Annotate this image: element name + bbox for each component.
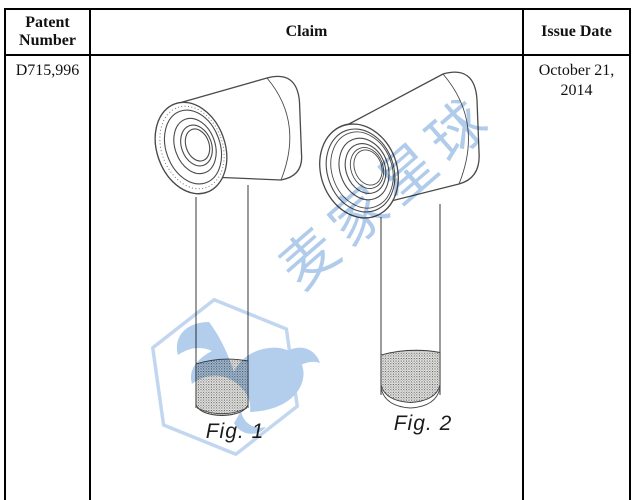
claim-figures-area: Fig. 1 Fig. 2: [91, 56, 520, 499]
hair-dryer-figures-drawing: [154, 71, 480, 416]
issue-date-cell: October 21, 2014: [522, 54, 631, 500]
header-issue-date: Issue Date: [522, 8, 631, 56]
figure-2-drawing: [319, 71, 480, 409]
figure-1-label: Fig. 1: [205, 420, 265, 443]
header-patent-number: Patent Number: [4, 8, 91, 56]
patent-table: Patent Number Claim Issue Date D715,996: [4, 8, 631, 500]
table-header-row: Patent Number Claim Issue Date: [4, 8, 631, 56]
figure-1-drawing: [154, 75, 303, 416]
table-row: D715,996: [4, 54, 631, 500]
figure-2-label: Fig. 2: [393, 412, 453, 435]
header-claim: Claim: [89, 8, 524, 56]
patent-number-cell: D715,996: [4, 54, 91, 500]
claim-cell: Fig. 1 Fig. 2: [89, 54, 524, 500]
